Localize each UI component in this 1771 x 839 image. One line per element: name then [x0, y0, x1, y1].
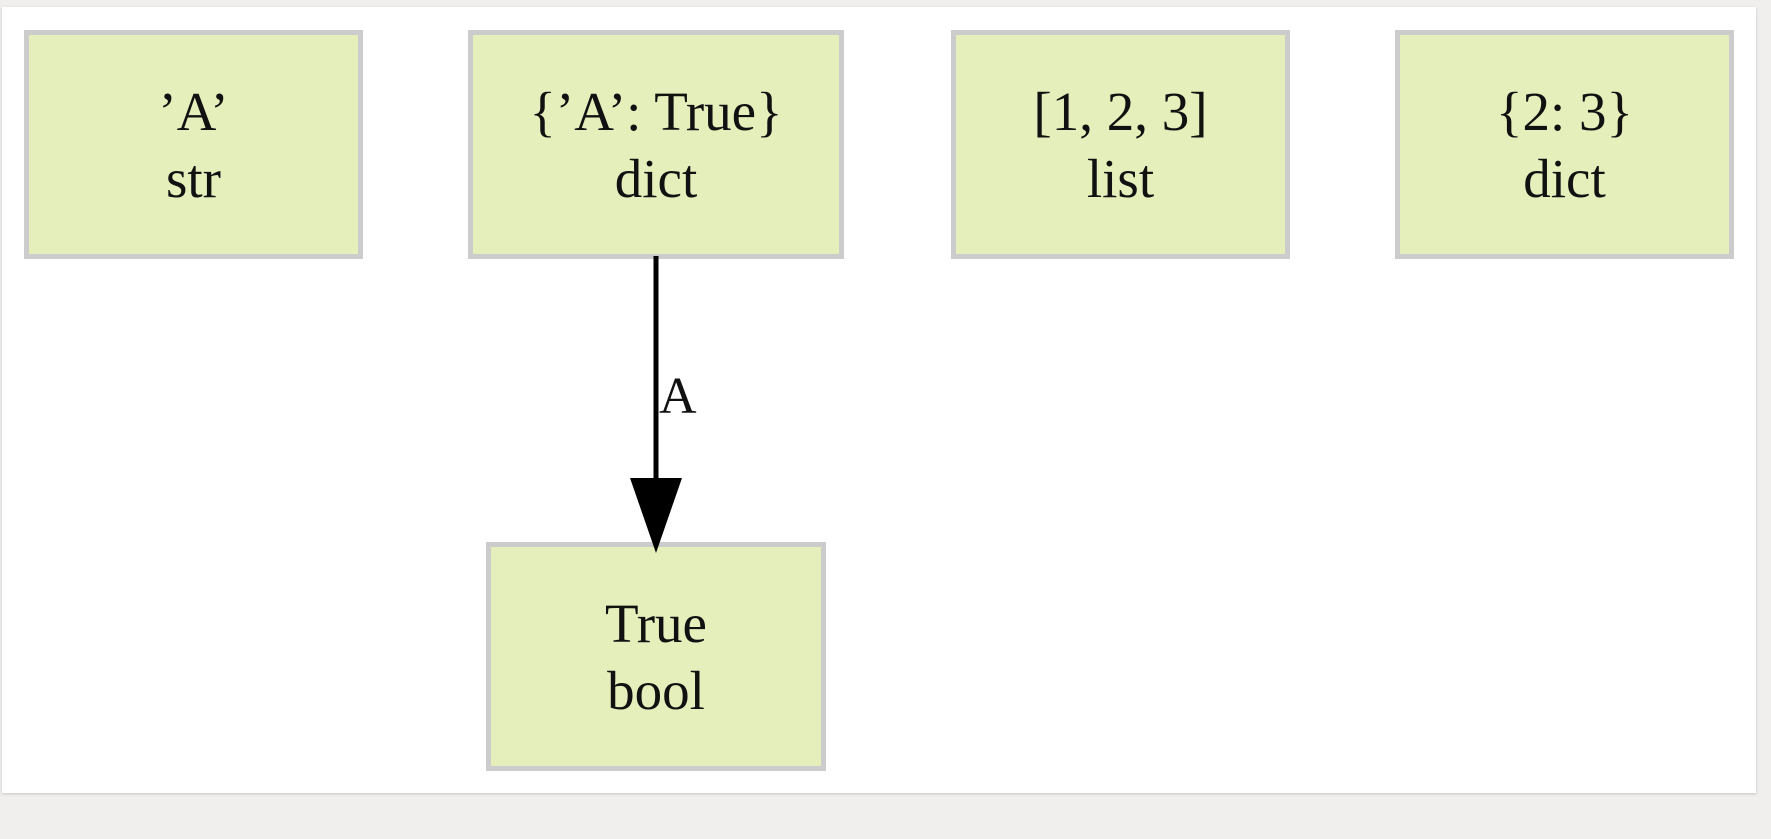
node-value: {’A’: True}: [529, 80, 783, 142]
node-type: bool: [607, 659, 705, 721]
node-value: [1, 2, 3]: [1033, 80, 1208, 142]
node-value: {2: 3}: [1496, 80, 1633, 142]
node-value: True: [605, 592, 707, 654]
edge-label-a: A: [659, 368, 697, 425]
node-type: dict: [1523, 147, 1606, 209]
node-dict-2-3: {2: 3} dict: [1395, 30, 1734, 259]
node-list: [1, 2, 3] list: [951, 30, 1290, 259]
node-value: ’A’: [158, 80, 229, 142]
node-str: ’A’ str: [24, 30, 363, 259]
node-dict-a-true: {’A’: True} dict: [468, 30, 844, 259]
node-type: list: [1086, 147, 1155, 209]
node-type: str: [166, 147, 221, 209]
node-bool: True bool: [486, 542, 826, 771]
node-type: dict: [614, 147, 698, 209]
